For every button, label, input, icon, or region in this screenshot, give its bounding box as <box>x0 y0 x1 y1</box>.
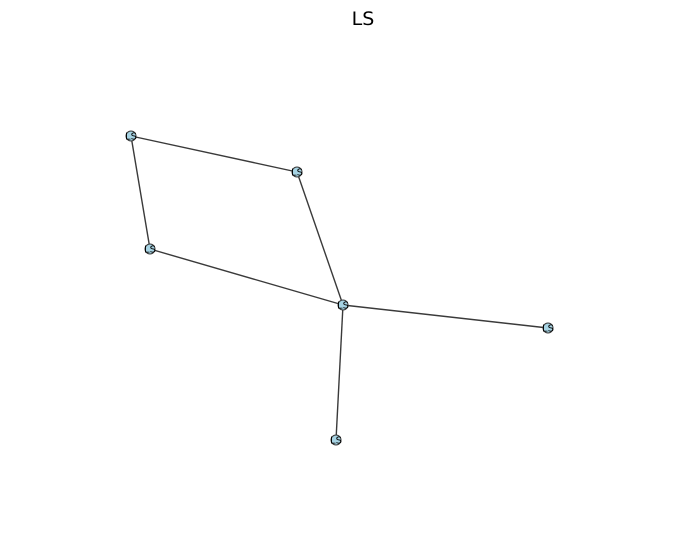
node-circle <box>125 130 137 142</box>
edge-n4-n6 <box>335 304 344 441</box>
graph-node-n2: LS <box>291 166 303 179</box>
node-label: LS <box>144 245 156 256</box>
node-circle <box>330 434 342 446</box>
edge-n4-n5 <box>342 304 549 329</box>
graph-node-n3: LS <box>144 243 156 256</box>
edge-layer <box>130 135 549 441</box>
edge-n1-n3 <box>130 135 151 250</box>
graph-node-n6: LS <box>330 434 342 447</box>
node-circle <box>542 322 554 334</box>
edge-n3-n4 <box>149 248 344 306</box>
diagram-title: LS <box>352 8 375 30</box>
node-layer: LS LS LS LS LS LS <box>125 130 554 447</box>
edge-n1-n2 <box>130 135 298 173</box>
node-label: LS <box>337 301 349 312</box>
graph-node-n5: LS <box>542 322 554 335</box>
graph-node-n4: LS <box>337 299 349 312</box>
node-label: LS <box>542 324 554 335</box>
node-circle <box>144 243 156 255</box>
node-label: LS <box>330 436 342 447</box>
node-circle <box>291 166 303 178</box>
graph-node-n1: LS <box>125 130 137 143</box>
edge-n2-n4 <box>296 171 344 306</box>
node-circle <box>337 299 349 311</box>
node-label: LS <box>291 168 303 179</box>
node-label: LS <box>125 132 137 143</box>
